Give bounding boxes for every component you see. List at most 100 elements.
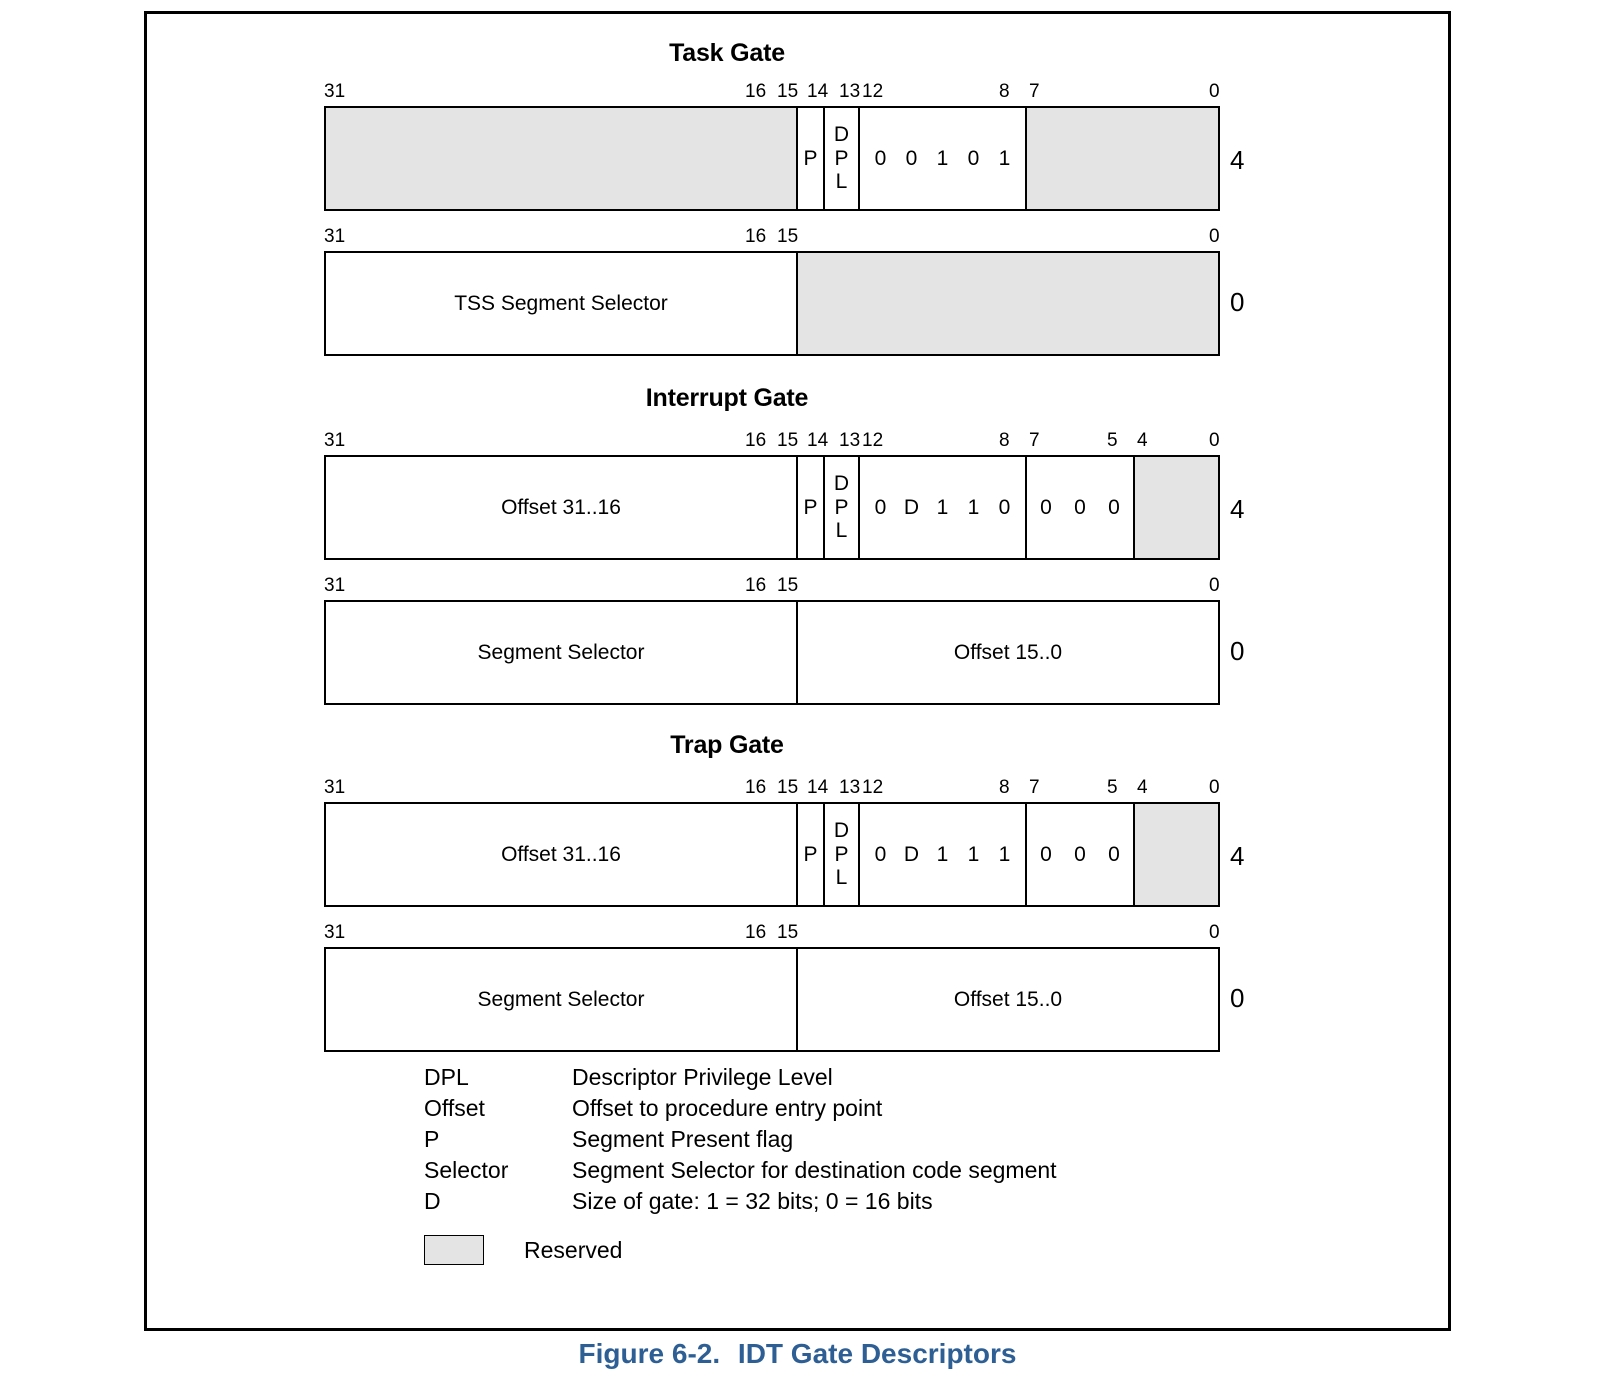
bit-label-15: 15 (777, 430, 799, 451)
bit-label-16: 16 (745, 777, 767, 798)
legend-term: Offset (424, 1095, 485, 1121)
interrupt-gate-present-flag: P (796, 457, 823, 558)
legend-description: Reserved (524, 1236, 623, 1263)
interrupt-gate-dword4-offset: 4 (1230, 494, 1245, 524)
dpl-letter-p: P (834, 495, 849, 519)
legend-description: Size of gate: 1 = 32 bits; 0 = 16 bits (572, 1188, 933, 1214)
type-bit-8: 1 (998, 146, 1011, 170)
section-title-trap-gate: Trap Gate (670, 731, 784, 759)
type-bit-9: 1 (967, 495, 980, 519)
trap-gate-dword4-row: Offset 31..16 P D P L 0 D 1 1 1 0 0 (324, 802, 1220, 907)
cell-text: Offset 15..0 (953, 987, 1063, 1011)
bit-label-31: 31 (324, 430, 346, 451)
task-gate-reserved-low (1025, 108, 1218, 209)
type-bit-11: D (903, 842, 920, 866)
interrupt-gate-dpl-field: D P L (823, 457, 858, 558)
task-gate-dword0-row: TSS Segment Selector (324, 251, 1220, 356)
trap-gate-reserved-low (1133, 804, 1218, 905)
dpl-letter-l: L (835, 866, 848, 890)
dpl-letter-p: P (834, 146, 849, 170)
bit-label-5: 5 (1107, 777, 1118, 798)
bit-label-15: 15 (777, 777, 799, 798)
bit-label-0: 0 (1209, 226, 1220, 247)
task-gate-type-field: 0 0 1 0 1 (858, 108, 1025, 209)
bit-label-31: 31 (324, 226, 346, 247)
trap-gate-present-flag: P (796, 804, 823, 905)
bit-label-16: 16 (745, 922, 767, 943)
bit-label-31: 31 (324, 777, 346, 798)
dpl-letter-d: D (833, 123, 850, 147)
legend-row-offset: Offset Offset to procedure entry point (424, 1095, 1424, 1126)
task-gate-dword4-row: P D P L 0 0 1 0 1 (324, 106, 1220, 211)
type-bits: 0 D 1 1 1 (865, 843, 1020, 867)
type-bit-10: 1 (936, 495, 949, 519)
legend-description: Offset to procedure entry point (572, 1095, 883, 1121)
bit-label-12: 12 (862, 777, 884, 798)
trap-gate-dword0-offset: 0 (1230, 983, 1245, 1013)
legend-term: Selector (424, 1157, 509, 1183)
interrupt-gate-offset-low: Offset 15..0 (796, 602, 1218, 703)
bit-label-15: 15 (777, 81, 799, 102)
figure-title: IDT Gate Descriptors (737, 1338, 1017, 1369)
cell-text: TSS Segment Selector (454, 291, 668, 315)
interrupt-gate-offset-high: Offset 31..16 (326, 457, 796, 558)
interrupt-gate-segment-selector: Segment Selector (326, 602, 796, 703)
bit-label-7: 7 (1029, 430, 1040, 451)
bit-label-0: 0 (1209, 777, 1220, 798)
cell-text: Offset 15..0 (953, 640, 1063, 664)
bit-label-13: 13 (839, 777, 861, 798)
figure-frame: Task Gate 31 16 15 14 13 12 8 7 0 P D P … (144, 11, 1451, 1331)
legend-row-selector: Selector Segment Selector for destinatio… (424, 1157, 1424, 1188)
bit-label-16: 16 (745, 430, 767, 451)
figure-number: Figure 6-2. (578, 1338, 721, 1369)
type-bit-12: 0 (874, 842, 887, 866)
bit-label-0: 0 (1209, 575, 1220, 596)
bit-label-7: 7 (1029, 81, 1040, 102)
legend-description: Segment Present flag (572, 1126, 794, 1152)
legend: DPL Descriptor Privilege Level Offset Of… (424, 1064, 1424, 1265)
bit-label-5: 5 (1107, 430, 1118, 451)
bit-label-0: 0 (1209, 922, 1220, 943)
interrupt-gate-type-field: 0 D 1 1 0 (858, 457, 1025, 558)
interrupt-gate-dword0-offset: 0 (1230, 636, 1245, 666)
cell-text: P (803, 842, 818, 866)
diagram-stage: Task Gate 31 16 15 14 13 12 8 7 0 P D P … (147, 14, 1448, 1328)
bit-label-13: 13 (839, 81, 861, 102)
type-bit-9: 1 (967, 842, 980, 866)
zero-bit-5: 0 (1108, 842, 1120, 866)
task-gate-tss-segment-selector: TSS Segment Selector (326, 253, 796, 354)
bit-label-0: 0 (1209, 81, 1220, 102)
type-bits: 0 D 1 1 0 (865, 496, 1020, 520)
trap-gate-offset-low: Offset 15..0 (796, 949, 1218, 1050)
bit-label-15: 15 (777, 922, 799, 943)
dpl-letter-d: D (833, 472, 850, 496)
reserved-swatch-icon (424, 1235, 484, 1265)
type-bit-10: 1 (936, 842, 949, 866)
bit-label-8: 8 (999, 430, 1010, 451)
task-gate-dword0-reserved (796, 253, 1218, 354)
bit-label-4: 4 (1137, 777, 1148, 798)
cell-text: P (803, 495, 818, 519)
cell-text: Segment Selector (477, 987, 645, 1011)
task-gate-present-flag: P (796, 108, 823, 209)
bit-label-16: 16 (745, 226, 767, 247)
dpl-letter-p: P (834, 842, 849, 866)
zero-bit-6: 0 (1074, 495, 1086, 519)
type-bits: 0 0 1 0 1 (865, 147, 1020, 171)
bit-label-4: 4 (1137, 430, 1148, 451)
legend-reserved-key: Reserved (424, 1235, 1424, 1265)
bit-label-12: 12 (862, 81, 884, 102)
bit-label-8: 8 (999, 81, 1010, 102)
type-bit-8: 0 (998, 495, 1011, 519)
type-bit-10: 1 (936, 146, 949, 170)
trap-gate-zero-field: 0 0 0 (1025, 804, 1133, 905)
dpl-letter-l: L (835, 170, 848, 194)
task-gate-dword0-offset: 0 (1230, 287, 1245, 317)
zero-bits: 0 0 0 (1029, 843, 1131, 867)
legend-row-dpl: DPL Descriptor Privilege Level (424, 1064, 1424, 1095)
dpl-letter-l: L (835, 519, 848, 543)
legend-term: D (424, 1188, 441, 1214)
type-bit-12: 0 (874, 495, 887, 519)
bit-label-0: 0 (1209, 430, 1220, 451)
interrupt-gate-dword0-row: Segment Selector Offset 15..0 (324, 600, 1220, 705)
